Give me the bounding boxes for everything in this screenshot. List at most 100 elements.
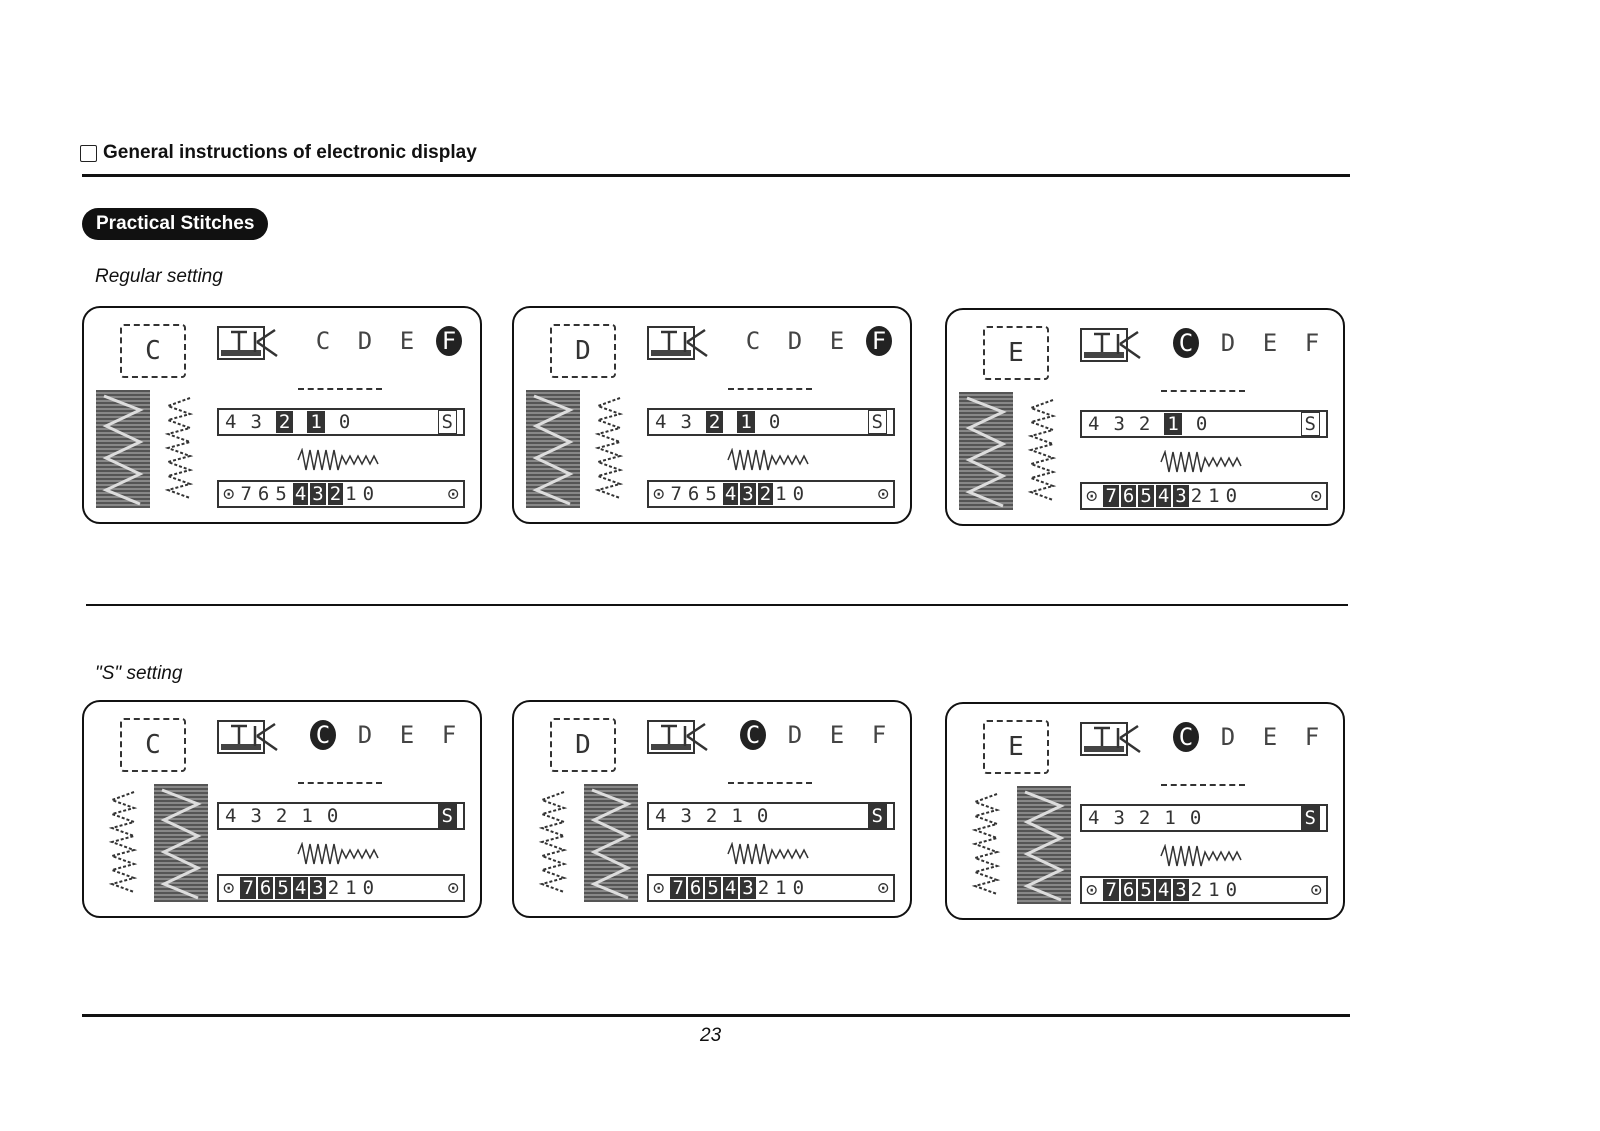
foot-mode-icon: [647, 326, 708, 360]
divider-dashes: [728, 388, 812, 390]
length-value: 2: [1190, 485, 1203, 507]
width-value: 2: [275, 805, 288, 827]
width-value: 3: [1113, 807, 1125, 829]
stitch-letter: E: [983, 720, 1049, 774]
length-value: 3: [740, 483, 756, 505]
mode-letter: D: [357, 327, 373, 355]
length-max-icon: ⊙: [447, 877, 459, 899]
width-value: 1: [301, 805, 313, 827]
length-value: 3: [310, 483, 326, 505]
fabric-pattern-icon: [1017, 786, 1071, 904]
width-value: 3: [250, 805, 262, 827]
length-value: 6: [1120, 879, 1137, 901]
mode-letter: F: [436, 326, 462, 356]
section-title: General instructions of electronic displ…: [103, 142, 477, 163]
stitch-letter: C: [120, 324, 186, 378]
length-value: 2: [757, 483, 774, 505]
mode-letter: E: [829, 721, 845, 749]
length-value: 7: [240, 877, 256, 899]
length-value: 7: [240, 483, 252, 505]
width-value: 0: [338, 411, 351, 433]
length-value: 7: [1103, 879, 1119, 901]
divider-dashes: [1161, 390, 1245, 392]
length-value: 6: [257, 877, 274, 899]
length-value: 4: [1155, 879, 1172, 901]
length-value: 6: [1120, 485, 1137, 507]
width-value: 1: [1164, 413, 1182, 435]
length-value: 5: [1138, 879, 1154, 901]
fabric-pattern-icon: [526, 390, 580, 508]
page-number: 23: [700, 1025, 722, 1046]
divider-dashes: [1161, 784, 1245, 786]
length-value: 5: [705, 483, 717, 505]
width-value: 1: [307, 411, 325, 433]
width-value: 4: [1088, 807, 1100, 829]
wave-icon: [1160, 844, 1242, 867]
fabric-pattern-icon: [96, 390, 150, 508]
length-min-icon: ⊙: [653, 483, 665, 505]
section-header: General instructions of electronic displ…: [80, 142, 477, 164]
fabric-pattern-icon: [959, 392, 1013, 510]
middle-rule: [86, 604, 1348, 606]
mode-letter: D: [787, 327, 803, 355]
length-value: 1: [345, 877, 357, 899]
mode-letter: C: [1173, 722, 1199, 752]
width-value: S: [867, 804, 887, 828]
length-value: 0: [362, 483, 375, 505]
length-min-icon: ⊙: [1086, 485, 1098, 507]
length-max-icon: ⊙: [1310, 485, 1322, 507]
mode-letter: E: [1262, 329, 1278, 357]
length-value: 6: [257, 483, 270, 505]
width-value: S: [437, 804, 457, 828]
divider-dashes: [298, 782, 382, 784]
width-value: 2: [1138, 807, 1151, 829]
wave-icon: [1160, 450, 1242, 473]
length-value: 3: [1173, 485, 1189, 507]
length-min-icon: ⊙: [653, 877, 665, 899]
stitch-preview-icon: [1027, 399, 1057, 501]
length-value: 2: [327, 877, 340, 899]
length-value: 5: [275, 877, 291, 899]
mode-letter: E: [399, 721, 415, 749]
width-value: 0: [756, 805, 769, 827]
length-value: 1: [775, 483, 787, 505]
length-value: 1: [1208, 485, 1220, 507]
foot-mode-icon: [217, 720, 278, 754]
divider-dashes: [728, 782, 812, 784]
stitch-letter: D: [550, 324, 616, 378]
mode-letter: C: [1173, 328, 1199, 358]
width-value: 0: [1195, 413, 1208, 435]
stitch-preview-icon: [594, 397, 624, 499]
top-rule: [82, 174, 1350, 177]
length-value: 1: [345, 483, 357, 505]
width-value: S: [437, 410, 457, 434]
stitch-letter: E: [983, 326, 1049, 380]
stitch-preview-icon: [108, 791, 138, 893]
mode-letter: C: [745, 327, 761, 355]
mode-letter: F: [441, 721, 457, 749]
length-value: 7: [670, 483, 682, 505]
length-max-icon: ⊙: [447, 483, 459, 505]
stitch-preview-icon: [164, 397, 194, 499]
width-value: 2: [275, 411, 294, 433]
foot-mode-icon: [647, 720, 708, 754]
width-value: 0: [326, 805, 339, 827]
length-min-icon: ⊙: [1086, 879, 1098, 901]
s-setting-label: "S" setting: [95, 663, 183, 684]
width-value: 2: [1138, 413, 1151, 435]
length-value: 4: [1155, 485, 1172, 507]
